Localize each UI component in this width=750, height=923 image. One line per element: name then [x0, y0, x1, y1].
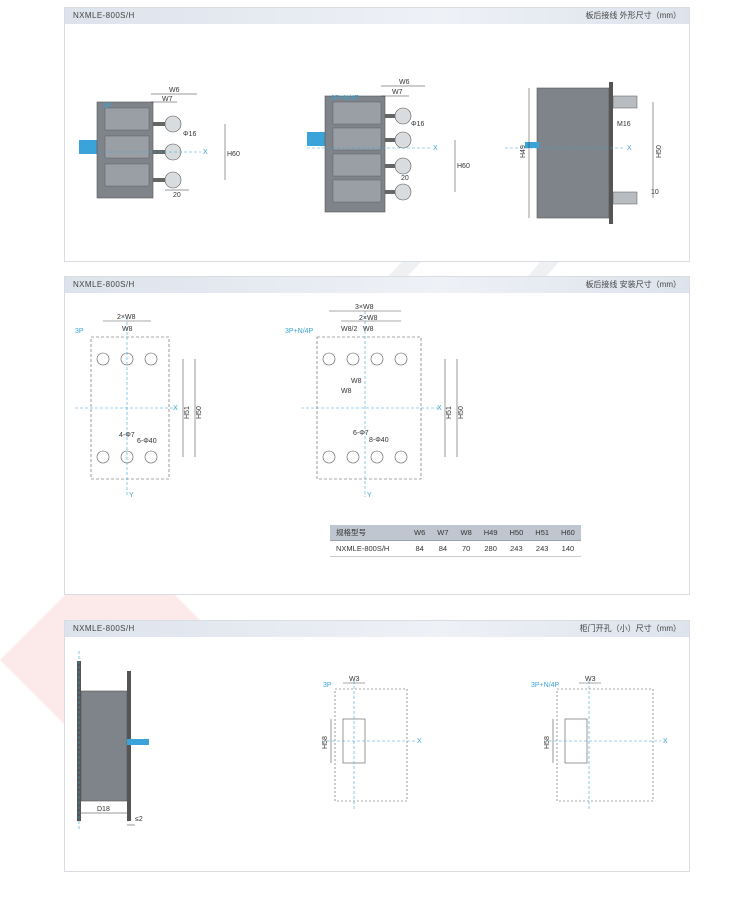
col-h50: H50	[503, 525, 530, 541]
label-6-phi7: 6-Φ7	[353, 430, 369, 437]
label-4-phi7: 4-Φ7	[119, 432, 135, 439]
label-h58-4p: H58	[544, 736, 551, 749]
outline-drawing: 3P W6 W7 Φ16 X H60 20 3P+N/4P	[79, 79, 663, 224]
breaker-side-view	[505, 82, 654, 224]
cell-h60: 140	[555, 540, 581, 557]
label-d18: D18	[97, 806, 110, 813]
label-20-4p: 20	[401, 175, 409, 182]
cutout-4p	[549, 681, 661, 811]
label-h51: H51	[184, 406, 191, 419]
label-w7: W7	[162, 96, 173, 103]
cell-w8: 70	[454, 540, 478, 557]
breaker-4p-front	[307, 85, 456, 213]
label-2w8-4p: 2×W8	[359, 315, 378, 322]
cell-h49: 280	[477, 540, 504, 557]
col-h60: H60	[555, 525, 581, 541]
label-w8-mid: W8	[351, 378, 362, 385]
mounting-drawing: 3P 2×W8 W8 X H51 H50 4-Φ7 6-Φ40 Y 3P+N/4…	[75, 304, 465, 499]
label-phi16: Φ16	[183, 131, 196, 138]
panel-header: NXMLE-800S/H 柜门开孔（小）尺寸（mm）	[65, 621, 689, 637]
panel-outline-dimensions: NXMLE-800S/H 板后接线 外形尺寸（mm） 3P W6 W7 Φ16 …	[64, 7, 690, 262]
label-6-phi40: 6-Φ40	[137, 438, 157, 445]
label-y-4p: Y	[367, 492, 372, 499]
mounting-3p	[75, 317, 196, 497]
label-3p: 3P	[323, 682, 332, 689]
label-le2: ≤2	[135, 816, 143, 823]
label-h60-4p: H60	[457, 163, 470, 170]
label-w7-4p: W7	[392, 89, 403, 96]
label-h50: H50	[656, 145, 663, 158]
label-w3-4p: W3	[585, 676, 596, 683]
door-side-view	[77, 651, 149, 831]
door-cutout-drawing: D18 ≤2 3P W3 H58 X 3P+N/4P W3 H58 X	[77, 651, 668, 831]
label-m16: M16	[617, 121, 631, 128]
col-w6: W6	[408, 525, 432, 541]
label-4p: 3P+N/4P	[531, 682, 560, 689]
mounting-4p	[301, 310, 458, 497]
label-h50-4p: H50	[458, 406, 465, 419]
label-w6: W6	[169, 87, 180, 94]
label-x: X	[173, 405, 178, 412]
label-20: 20	[173, 192, 181, 199]
panel-header: NXMLE-800S/H 板后接线 外形尺寸（mm）	[65, 8, 689, 24]
panel-header: NXMLE-800S/H 板后接线 安装尺寸（mm）	[65, 277, 689, 293]
label-w3: W3	[349, 676, 360, 683]
label-2w8: 2×W8	[117, 314, 136, 321]
label-x-4p: X	[663, 738, 668, 745]
cell-h50: 243	[503, 540, 530, 557]
panel-mounting-dimensions: NXMLE-800S/H 板后接线 安装尺寸（mm） 3P 2×W8 W8 X …	[64, 276, 690, 595]
label-h60: H60	[227, 151, 240, 158]
model-name: NXMLE-800S/H	[73, 11, 135, 20]
cutout-3p	[327, 681, 415, 811]
col-model: 规格型号	[330, 525, 408, 541]
section-title: 板后接线 外形尺寸（mm）	[585, 11, 681, 20]
section-title: 板后接线 安装尺寸（mm）	[585, 280, 681, 289]
label-y: Y	[129, 492, 134, 499]
label-h50: H50	[196, 406, 203, 419]
spec-table-header: 规格型号 W6 W7 W8 H49 H50 H51 H60	[330, 525, 581, 541]
label-x-side: X	[627, 145, 632, 152]
label-w8-low: W8	[341, 388, 352, 395]
cell-w7: 84	[431, 540, 455, 557]
label-8-phi40: 8-Φ40	[369, 437, 389, 444]
label-4p: 3P+N/4P	[285, 328, 314, 335]
model-name: NXMLE-800S/H	[73, 280, 135, 289]
label-phi16-4p: Φ16	[411, 121, 424, 128]
label-x: X	[417, 738, 422, 745]
panel-door-cutout: NXMLE-800S/H 柜门开孔（小）尺寸（mm） D18 ≤2 3P W3 …	[64, 620, 690, 872]
col-w7: W7	[431, 525, 455, 541]
label-x: X	[203, 149, 208, 156]
label-10: 10	[651, 189, 659, 196]
label-h51-4p: H51	[446, 406, 453, 419]
label-w6-4p: W6	[399, 79, 410, 86]
breaker-3p-front	[79, 93, 226, 199]
label-4p: 3P+N/4P	[331, 95, 360, 102]
label-w8: W8	[122, 326, 133, 333]
spec-table: 规格型号 W6 W7 W8 H49 H50 H51 H60 NXMLE-800S…	[330, 525, 581, 557]
table-row: NXMLE-800S/H 84 84 70 280 243 243 140	[330, 540, 581, 557]
label-3w8: 3×W8	[355, 304, 374, 311]
label-h49: H49	[520, 145, 527, 158]
col-w8: W8	[454, 525, 478, 541]
label-3p: 3P	[75, 328, 84, 335]
label-w8-half: W8/2	[341, 326, 357, 333]
label-x-4p: X	[437, 405, 442, 412]
col-h51: H51	[529, 525, 556, 541]
label-3p: 3P	[103, 103, 112, 110]
cell-model: NXMLE-800S/H	[330, 540, 408, 557]
cell-w6: 84	[408, 540, 432, 557]
col-h49: H49	[477, 525, 504, 541]
label-x-4p: X	[433, 145, 438, 152]
cell-h51: 243	[529, 540, 556, 557]
label-h58: H58	[322, 736, 329, 749]
model-name: NXMLE-800S/H	[73, 624, 135, 633]
label-w8-4p: W8	[363, 326, 374, 333]
section-title: 柜门开孔（小）尺寸（mm）	[579, 624, 681, 633]
